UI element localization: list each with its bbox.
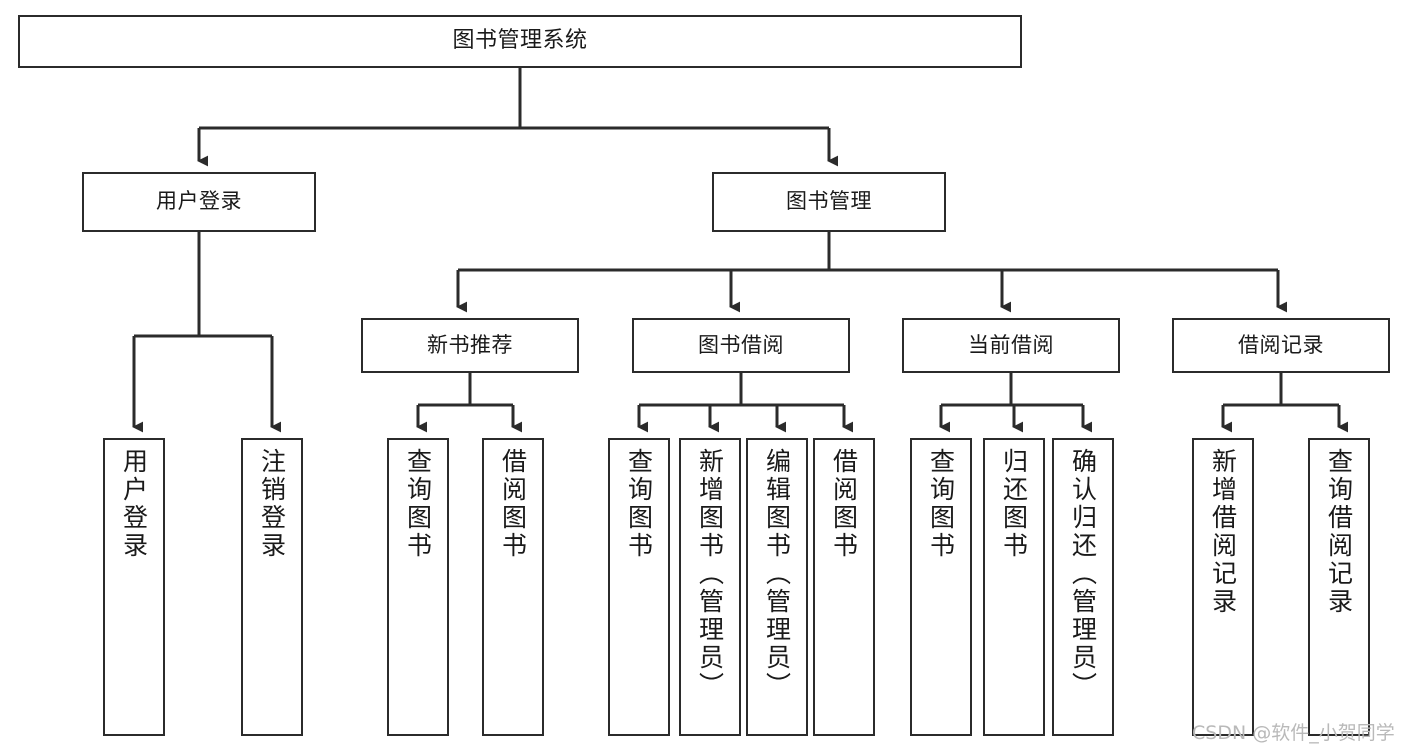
node-book-borrow[interactable]: 图书借阅 bbox=[632, 318, 850, 373]
node-user-login-label: 用户登录 bbox=[156, 189, 242, 214]
node-leaf-query-book-3[interactable]: 查询图书 bbox=[910, 438, 972, 736]
node-leaf-query-book-1[interactable]: 查询图书 bbox=[387, 438, 449, 736]
node-leaf-query-borrow-record[interactable]: 查询借阅记录 bbox=[1308, 438, 1370, 736]
node-leaf-return-book-label: 归还图书 bbox=[999, 448, 1029, 560]
node-leaf-add-borrow-record[interactable]: 新增借阅记录 bbox=[1192, 438, 1254, 736]
node-leaf-query-borrow-record-label: 查询借阅记录 bbox=[1324, 448, 1354, 616]
csdn-watermark: CSDN @软件_小贺同学 bbox=[1192, 718, 1395, 745]
node-new-book-recommend-label: 新书推荐 bbox=[427, 332, 513, 357]
node-borrow-record-label: 借阅记录 bbox=[1238, 332, 1324, 357]
node-book-management-label: 图书管理 bbox=[786, 189, 872, 214]
node-root[interactable]: 图书管理系统 bbox=[18, 15, 1022, 68]
node-leaf-edit-book-label: 编辑图书（管理员） bbox=[762, 448, 792, 700]
node-leaf-return-book[interactable]: 归还图书 bbox=[983, 438, 1045, 736]
node-leaf-borrow-book-2-label: 借阅图书 bbox=[829, 448, 859, 560]
node-root-label: 图书管理系统 bbox=[452, 28, 588, 54]
node-leaf-query-book-1-label: 查询图书 bbox=[403, 448, 433, 560]
node-leaf-query-book-2[interactable]: 查询图书 bbox=[608, 438, 670, 736]
node-leaf-confirm-return[interactable]: 确认归还（管理员） bbox=[1052, 438, 1114, 736]
node-leaf-borrow-book-2[interactable]: 借阅图书 bbox=[813, 438, 875, 736]
node-leaf-borrow-book-1-label: 借阅图书 bbox=[498, 448, 528, 560]
node-leaf-add-borrow-record-label: 新增借阅记录 bbox=[1208, 448, 1238, 616]
node-leaf-query-book-2-label: 查询图书 bbox=[624, 448, 654, 560]
node-current-borrow[interactable]: 当前借阅 bbox=[902, 318, 1120, 373]
node-book-management[interactable]: 图书管理 bbox=[712, 172, 946, 232]
node-leaf-edit-book[interactable]: 编辑图书（管理员） bbox=[746, 438, 808, 736]
node-leaf-confirm-return-label: 确认归还（管理员） bbox=[1068, 448, 1098, 700]
node-current-borrow-label: 当前借阅 bbox=[968, 332, 1054, 357]
node-new-book-recommend[interactable]: 新书推荐 bbox=[361, 318, 579, 373]
node-leaf-add-book-label: 新增图书（管理员） bbox=[695, 448, 725, 700]
node-leaf-user-login-label: 用户登录 bbox=[119, 448, 149, 560]
node-leaf-query-book-3-label: 查询图书 bbox=[926, 448, 956, 560]
node-book-borrow-label: 图书借阅 bbox=[698, 332, 784, 357]
node-leaf-user-logout-label: 注销登录 bbox=[257, 448, 287, 560]
csdn-watermark-text: CSDN @软件_小贺同学 bbox=[1192, 722, 1395, 744]
node-leaf-add-book[interactable]: 新增图书（管理员） bbox=[679, 438, 741, 736]
node-user-login[interactable]: 用户登录 bbox=[82, 172, 316, 232]
node-leaf-user-logout[interactable]: 注销登录 bbox=[241, 438, 303, 736]
node-leaf-borrow-book-1[interactable]: 借阅图书 bbox=[482, 438, 544, 736]
node-borrow-record[interactable]: 借阅记录 bbox=[1172, 318, 1390, 373]
node-leaf-user-login[interactable]: 用户登录 bbox=[103, 438, 165, 736]
